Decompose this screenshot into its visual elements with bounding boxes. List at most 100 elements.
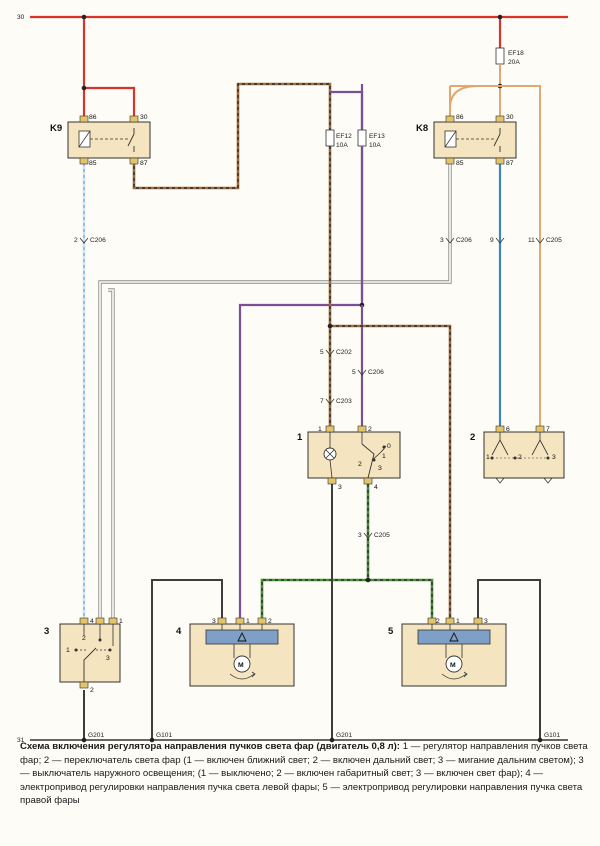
fuse-ef13	[357, 129, 367, 147]
relay-k8: 86 30 85 87 K8	[416, 114, 517, 167]
rail-label-bottom: 31	[17, 737, 25, 744]
svg-text:1: 1	[456, 618, 460, 625]
svg-text:7: 7	[320, 398, 324, 405]
svg-text:2: 2	[82, 635, 86, 642]
svg-text:3: 3	[338, 484, 342, 491]
ground-label: G101	[544, 732, 560, 739]
connector-c203: 7 C203	[320, 398, 352, 405]
wire-orange-k8	[449, 85, 541, 430]
svg-text:87: 87	[140, 160, 148, 167]
svg-text:C205: C205	[374, 532, 390, 539]
connector-c206-mid: 5 C206	[352, 369, 384, 376]
motor-icon	[233, 655, 251, 673]
svg-text:1: 1	[318, 426, 322, 433]
svg-text:3: 3	[378, 465, 382, 472]
caption-text: 1 — регулятор направления пучков света ф…	[20, 741, 588, 807]
svg-text:M: M	[450, 662, 456, 669]
ground-label: G201	[88, 732, 104, 739]
triangle-icon	[237, 631, 247, 642]
svg-text:1: 1	[246, 618, 250, 625]
svg-text:11: 11	[528, 237, 535, 244]
rail-label-top: 30	[17, 14, 25, 21]
svg-text:5: 5	[352, 369, 356, 376]
svg-text:C205: C205	[546, 237, 562, 244]
relay-k8-label: K8	[416, 123, 428, 134]
svg-text:4: 4	[374, 484, 378, 491]
svg-text:1: 1	[382, 453, 386, 460]
component-3-label: 3	[44, 626, 49, 637]
svg-text:1: 1	[119, 618, 123, 625]
triangle-icon	[449, 631, 459, 642]
svg-text:3: 3	[106, 655, 110, 662]
relay-k9-label: K9	[50, 123, 62, 134]
svg-text:2: 2	[518, 454, 522, 461]
fuse-ef12	[325, 129, 335, 147]
svg-text:M: M	[238, 662, 244, 669]
wire-white-k8	[98, 160, 452, 620]
svg-text:C203: C203	[336, 398, 352, 405]
svg-text:2: 2	[74, 237, 78, 244]
component-2-light-switch: 6 7 1 2 3 2	[470, 425, 565, 484]
figure-caption: Схема включения регулятора направления п…	[20, 740, 588, 808]
svg-text:9: 9	[490, 237, 494, 244]
svg-text:85: 85	[456, 160, 464, 167]
svg-text:10A: 10A	[336, 142, 348, 149]
svg-text:2: 2	[268, 618, 272, 625]
svg-text:5: 5	[320, 349, 324, 356]
svg-text:2: 2	[90, 687, 94, 694]
svg-text:1: 1	[66, 647, 70, 654]
connector-c205-mid: 3 C205	[358, 532, 390, 539]
svg-text:30: 30	[506, 114, 514, 121]
component-1-label: 1	[297, 432, 303, 443]
svg-text:3: 3	[358, 532, 362, 539]
svg-text:2: 2	[368, 426, 372, 433]
svg-text:30: 30	[140, 114, 148, 121]
svg-text:3: 3	[212, 618, 216, 625]
wire-green-black	[260, 484, 434, 620]
svg-text:C202: C202	[336, 349, 352, 356]
svg-text:3: 3	[484, 618, 488, 625]
component-1-regulator: 1 2 3 4 0 1 2 3 1	[297, 425, 401, 491]
caption-title: Схема включения регулятора направления п…	[20, 741, 401, 752]
svg-text:0: 0	[387, 443, 391, 450]
svg-text:6: 6	[506, 426, 510, 433]
wire-black-grounds	[83, 484, 541, 740]
svg-text:86: 86	[89, 114, 97, 121]
component-4-left-actuator: M 3 1 2 4	[176, 617, 295, 687]
svg-text:7: 7	[546, 426, 550, 433]
motor-icon	[445, 655, 463, 673]
connector-c206-k9: 2 C206	[74, 237, 106, 244]
component-2-label: 2	[470, 432, 475, 443]
svg-text:C206: C206	[456, 237, 472, 244]
svg-text:86: 86	[456, 114, 464, 121]
svg-text:3: 3	[552, 454, 556, 461]
svg-text:EF13: EF13	[369, 133, 385, 140]
svg-text:C206: C206	[368, 369, 384, 376]
component-5-label: 5	[388, 626, 394, 637]
ground-label: G101	[156, 732, 172, 739]
component-3-exterior-switch: 4 1 2 2 1 3 3	[44, 617, 123, 694]
relay-k9: 86 30 85 87 K9	[50, 114, 151, 167]
svg-text:1: 1	[486, 454, 490, 461]
svg-text:EF18: EF18	[508, 50, 524, 57]
connector-c205-k8: 11 C205	[528, 237, 562, 244]
svg-text:3: 3	[440, 237, 444, 244]
wire-red-k9	[82, 17, 136, 118]
svg-text:2: 2	[436, 618, 440, 625]
svg-text:C206: C206	[90, 237, 106, 244]
ground-label: G201	[336, 732, 352, 739]
svg-text:4: 4	[90, 618, 94, 625]
svg-text:10A: 10A	[369, 142, 381, 149]
connector-c202: 5 C202	[320, 349, 352, 356]
svg-text:2: 2	[358, 461, 362, 468]
wire-brown-black-k9	[132, 82, 332, 300]
component-5-right-actuator: M 2 1 3 5	[388, 617, 507, 687]
connector-c206-k8: 3 C206	[440, 237, 472, 244]
svg-text:EF12: EF12	[336, 133, 352, 140]
component-4-label: 4	[176, 626, 182, 637]
connector-9: 9	[490, 237, 505, 244]
fuse-ef18	[495, 47, 505, 65]
svg-text:85: 85	[89, 160, 97, 167]
svg-text:20A: 20A	[508, 59, 520, 66]
svg-text:87: 87	[506, 160, 514, 167]
